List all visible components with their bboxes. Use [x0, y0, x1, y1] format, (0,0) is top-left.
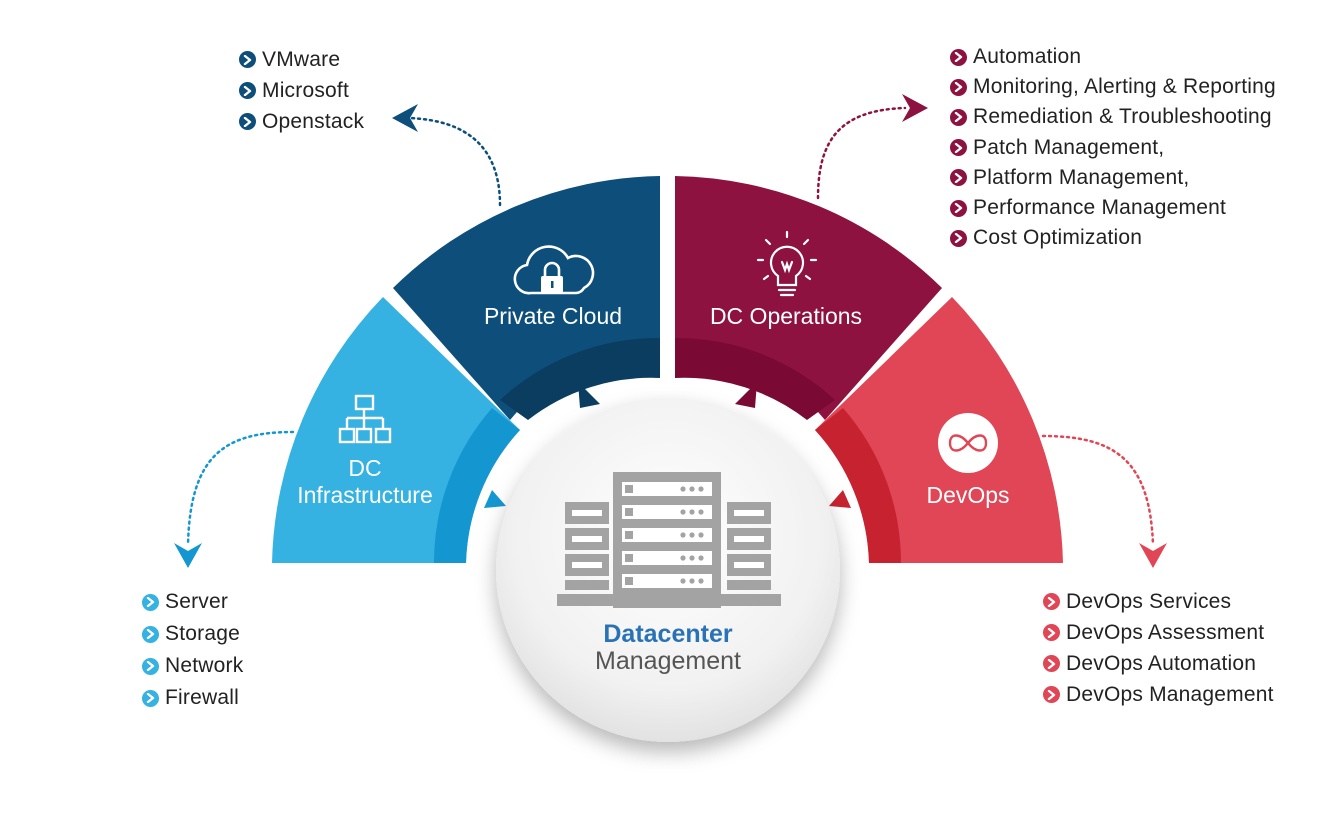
list-item-label: DevOps Automation — [1066, 652, 1257, 675]
center-title: Datacenter — [603, 620, 732, 648]
infinity-icon — [938, 413, 998, 473]
list-item: Platform Management, — [950, 163, 1276, 193]
list-item-label: Monitoring, Alerting & Reporting — [973, 75, 1276, 99]
chevron-right-icon — [950, 169, 967, 187]
chevron-right-icon — [950, 48, 967, 66]
infra-notch — [484, 490, 506, 508]
devops-inner-band — [815, 408, 902, 563]
list-item: DevOps Services — [1043, 586, 1274, 617]
lightbulb-icon — [756, 230, 818, 297]
private-cloud-label: Private Cloud — [484, 303, 622, 329]
list-item: Network — [142, 650, 243, 682]
list-item: Performance Management — [950, 193, 1276, 223]
server-rack-icon — [557, 472, 781, 608]
list-item-label: Firewall — [165, 686, 239, 709]
chevron-right-icon — [950, 229, 967, 247]
cloud-notch — [578, 382, 600, 408]
chevron-right-icon — [142, 689, 159, 707]
cloud-lock-icon — [513, 245, 595, 295]
list-item-label: Microsoft — [262, 79, 349, 102]
chevron-right-icon — [142, 657, 159, 675]
list-item-label: Cost Optimization — [973, 226, 1143, 250]
dc-operations-connector — [816, 94, 928, 200]
list-item: Patch Management, — [950, 133, 1276, 163]
list-item-label: Openstack — [262, 110, 365, 133]
chevron-right-icon — [1043, 593, 1060, 610]
list-item: Monitoring, Alerting & Reporting — [950, 72, 1276, 102]
list-item-label: Network — [165, 654, 244, 677]
list-item-label: VMware — [262, 48, 341, 71]
chevron-right-icon — [1043, 624, 1060, 641]
list-item: Remediation & Troubleshooting — [950, 102, 1276, 132]
list-item: Cost Optimization — [950, 223, 1276, 253]
list-item: Microsoft — [239, 75, 364, 106]
center-subtitle: Management — [595, 647, 741, 675]
list-item: DevOps Automation — [1043, 648, 1274, 679]
ops-notch — [735, 382, 757, 408]
list-item-label: DevOps Services — [1066, 590, 1232, 613]
list-item-label: Patch Management, — [973, 135, 1165, 159]
chevron-right-icon — [950, 78, 967, 96]
list-item-label: Automation — [973, 45, 1082, 68]
chevron-right-icon — [950, 139, 967, 157]
list-item-label: DevOps Management — [1066, 683, 1274, 706]
list-item: Automation — [950, 42, 1276, 72]
chevron-right-icon — [239, 82, 256, 99]
list-item: Openstack — [239, 106, 364, 137]
network-hierarchy-icon — [338, 394, 392, 444]
list-item-label: Remediation & Troubleshooting — [973, 105, 1272, 129]
list-item: VMware — [239, 44, 364, 75]
dc-operations-label: DC Operations — [710, 303, 862, 329]
dc-infrastructure-label-line1: DC — [348, 455, 381, 481]
dc-infrastructure-label-line2: Infrastructure — [297, 482, 433, 508]
list-item: DevOps Assessment — [1043, 617, 1274, 648]
list-item: Storage — [142, 618, 243, 650]
list-item-label: Server — [165, 590, 229, 613]
private-cloud-inner-band — [500, 337, 660, 420]
list-item: Server — [142, 586, 243, 618]
dc-operations-inner-band — [675, 337, 835, 420]
chevron-right-icon — [239, 113, 256, 130]
list-item-label: Platform Management, — [973, 165, 1190, 189]
devops-notch — [829, 490, 851, 508]
chevron-right-icon — [950, 199, 967, 217]
dc-infrastructure-inner-band — [433, 408, 520, 563]
dc-infrastructure-connector — [174, 430, 295, 568]
list-item: DevOps Management — [1043, 679, 1274, 710]
chevron-right-icon — [1043, 655, 1060, 672]
chevron-right-icon — [1043, 686, 1060, 703]
chevron-right-icon — [142, 593, 159, 611]
list-item-label: Performance Management — [973, 195, 1227, 219]
devops-label: DevOps — [926, 482, 1009, 508]
list-item-label: DevOps Assessment — [1066, 621, 1265, 644]
chevron-right-icon — [239, 51, 256, 68]
chevron-right-icon — [950, 108, 967, 126]
dc-operations-segment — [675, 176, 942, 420]
private-cloud-segment — [393, 176, 660, 420]
chevron-right-icon — [142, 625, 159, 643]
list-item-label: Storage — [165, 622, 240, 645]
list-item: Firewall — [142, 682, 243, 714]
devops-connector — [1041, 434, 1167, 568]
private-cloud-connector — [392, 104, 502, 207]
